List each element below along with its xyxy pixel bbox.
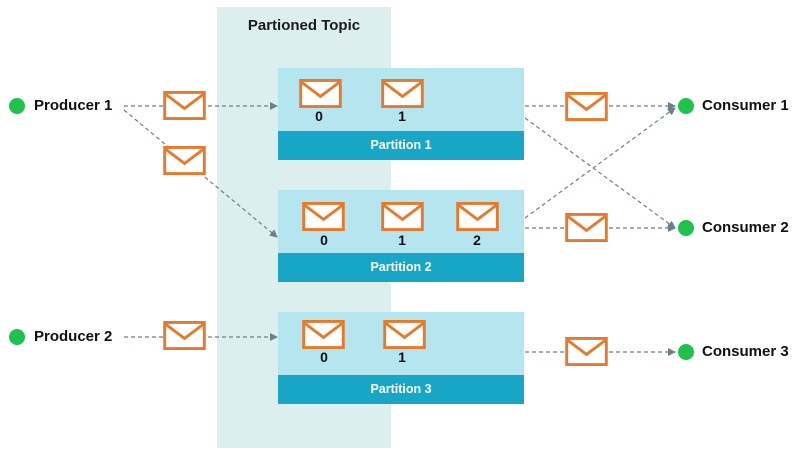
topic-title: Partioned Topic (247, 17, 361, 34)
producer-2-dot (9, 329, 25, 345)
consumer-2-label: Consumer 2 (702, 219, 789, 236)
envelope-icon (163, 91, 206, 120)
envelope-icon (302, 202, 345, 231)
producer-1-dot (9, 98, 25, 114)
envelope-icon (302, 320, 345, 349)
envelope-icon (381, 202, 424, 231)
consumer-2-dot (678, 220, 694, 236)
partition-2-offset-1: 1 (398, 232, 406, 248)
envelope-icon (456, 202, 499, 231)
partition-3-label: Partition 3 (278, 375, 524, 404)
arrow-partition1-consumer2 (524, 117, 676, 229)
consumer-3-dot (678, 344, 694, 360)
envelope-icon (163, 146, 206, 175)
producer-1-label: Producer 1 (34, 97, 113, 114)
partition-1-label: Partition 1 (278, 131, 524, 160)
envelope-icon (565, 213, 608, 242)
partition-2-offset-2: 2 (473, 232, 481, 248)
producer-2-label: Producer 2 (34, 328, 113, 345)
consumer-3-label: Consumer 3 (702, 343, 789, 360)
partition-1-offset-0: 0 (315, 108, 323, 124)
partition-3-offset-0: 0 (320, 349, 328, 365)
envelope-icon (163, 321, 206, 350)
consumer-1-dot (678, 98, 694, 114)
arrow-partition2-consumer1 (524, 107, 676, 219)
partition-1-offset-1: 1 (398, 108, 406, 124)
envelope-icon (383, 320, 426, 349)
envelope-icon (299, 79, 342, 108)
envelope-icon (565, 337, 608, 366)
envelope-icon (381, 79, 424, 108)
envelope-icon (565, 92, 608, 121)
consumer-1-label: Consumer 1 (702, 97, 789, 114)
partition-2-label: Partition 2 (278, 253, 524, 282)
partition-3-offset-1: 1 (398, 349, 406, 365)
partition-2-offset-0: 0 (320, 232, 328, 248)
